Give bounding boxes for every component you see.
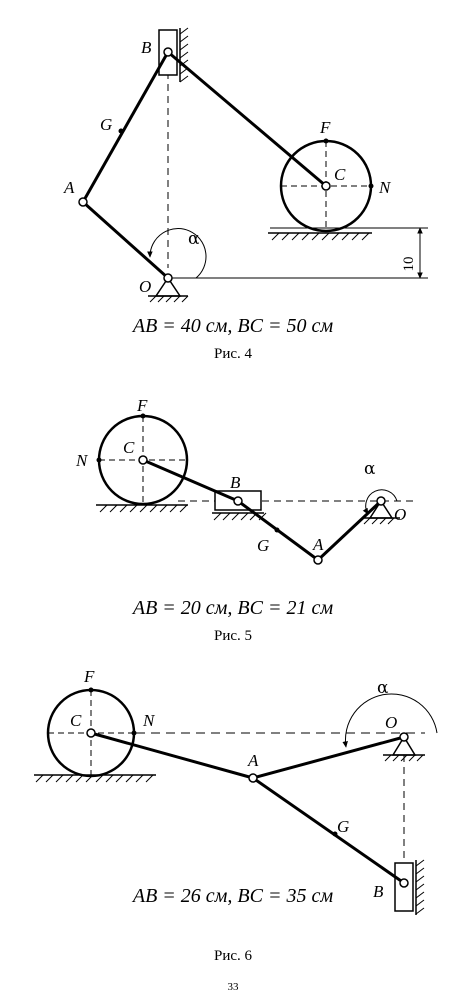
label-a: A — [247, 751, 259, 770]
point-g — [118, 128, 124, 134]
dimension-label: 10 — [401, 257, 417, 272]
pivot-support-o — [362, 499, 400, 525]
angle-alpha-arc — [147, 228, 207, 279]
pivot-support-o — [383, 735, 425, 762]
link-cb — [142, 458, 239, 503]
fig6-equation: AB = 26 см, BC = 35 см — [132, 885, 334, 907]
joint-o — [163, 273, 173, 283]
joint-a — [313, 555, 323, 565]
label-c: C — [123, 438, 135, 457]
link-ao — [252, 735, 405, 780]
joint-b — [233, 496, 243, 506]
label-c: C — [334, 165, 346, 184]
joint-b — [163, 47, 173, 57]
label-f: F — [136, 396, 148, 415]
point-f — [140, 413, 146, 419]
fig4-caption: Рис. 4 — [213, 346, 253, 362]
label-f: F — [83, 667, 95, 686]
fig6-caption: Рис. 6 — [213, 948, 253, 964]
joint-c — [321, 181, 331, 191]
joint-a — [248, 773, 258, 783]
dimension-10: 10 — [401, 227, 423, 279]
link-ab — [252, 776, 405, 885]
joint-b — [399, 878, 409, 888]
point-n — [368, 183, 374, 189]
fig5-caption: Рис. 5 — [213, 628, 253, 644]
point-n — [131, 730, 137, 736]
label-b: B — [230, 473, 241, 492]
label-o: O — [139, 277, 151, 296]
label-b: B — [141, 38, 152, 57]
angle-alpha-arc — [342, 693, 438, 748]
label-g: G — [337, 817, 349, 836]
point-f — [88, 687, 94, 693]
label-n: N — [142, 711, 156, 730]
joint-o — [399, 732, 409, 742]
figure-6: α F C N A O G B — [34, 667, 438, 915]
pivot-support-o — [148, 276, 189, 303]
link-ab — [81, 51, 170, 203]
label-a: A — [63, 178, 75, 197]
figure-5: α F C N B G A O — [75, 396, 415, 565]
point-g — [332, 831, 338, 837]
point-n — [96, 457, 102, 463]
page-number: 33 — [227, 981, 239, 993]
point-f — [323, 138, 329, 144]
fig5-equation: AB = 20 см, BC = 21 см — [132, 597, 334, 619]
label-o: O — [394, 505, 406, 524]
point-g — [274, 527, 280, 533]
slider-b — [158, 27, 189, 83]
label-g: G — [257, 536, 269, 555]
label-f: F — [319, 118, 331, 137]
label-a: A — [312, 535, 324, 554]
link-ca — [90, 731, 254, 780]
link-bc — [167, 50, 327, 188]
link-oa — [82, 200, 169, 280]
angle-alpha-label: α — [188, 229, 200, 249]
joint-o — [376, 496, 386, 506]
angle-alpha-label: α — [364, 459, 376, 479]
wheel-support — [268, 232, 372, 241]
fig4-equation: AB = 40 см, BC = 50 см — [132, 315, 334, 337]
label-b: B — [373, 882, 384, 901]
angle-alpha-arc — [362, 489, 398, 515]
link-ao — [316, 499, 383, 562]
joint-c — [86, 728, 96, 738]
figure-4: 10 α — [63, 27, 428, 303]
angle-alpha-label: α — [377, 678, 389, 698]
label-c: C — [70, 711, 82, 730]
label-o: O — [385, 713, 397, 732]
label-n: N — [378, 178, 392, 197]
joint-a — [78, 197, 88, 207]
joint-c — [138, 455, 148, 465]
label-g: G — [100, 115, 112, 134]
wheel-support — [96, 504, 188, 513]
label-n: N — [75, 451, 89, 470]
